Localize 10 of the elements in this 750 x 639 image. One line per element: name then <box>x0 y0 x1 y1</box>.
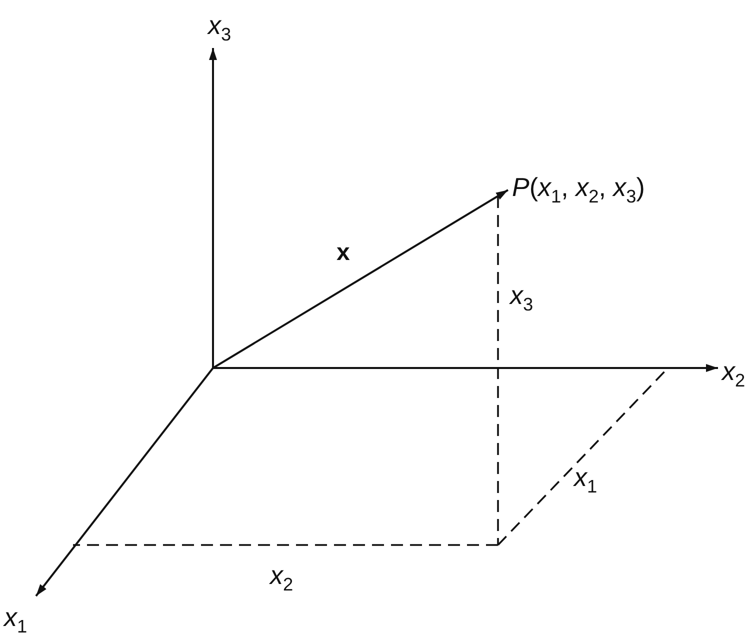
coordinate-label: x$_{2}$ <box>270 562 294 588</box>
axis-label: x$_{2}$ <box>722 356 746 388</box>
coordinate-label: x$_{1}$ <box>574 464 598 490</box>
axis-label: x$_{3}$ <box>208 10 232 42</box>
axis-arrow <box>35 367 214 597</box>
axis-arrow <box>209 48 217 368</box>
vector-arrow <box>212 189 509 369</box>
axis-label: x$_{1}$ <box>4 602 28 634</box>
point-label: P(x$_{1}$, x$_{2}$, x$_{3}$) <box>512 172 645 204</box>
axis-arrow <box>213 364 718 372</box>
